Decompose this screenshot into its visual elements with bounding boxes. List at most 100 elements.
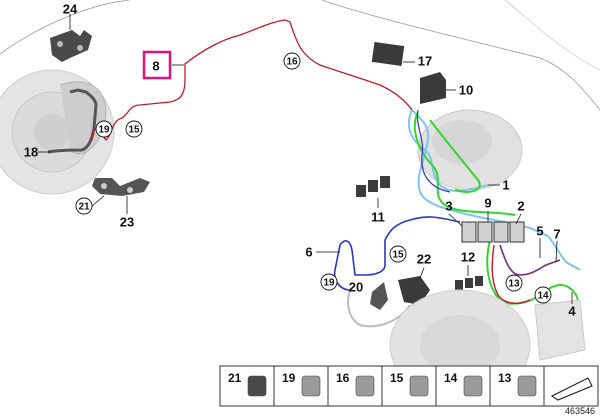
- callout-23: 23: [120, 215, 134, 230]
- legend-part-glyph: [355, 375, 375, 397]
- callout-circle: [389, 245, 407, 263]
- callout-circle: [125, 120, 143, 138]
- legend-item-14: 14: [435, 366, 483, 406]
- callout-22: 22: [417, 252, 431, 267]
- callout-number: 14: [537, 291, 549, 302]
- callout-number: 7: [553, 227, 560, 242]
- callout-number: 2: [517, 199, 524, 214]
- callout-8: 8: [142, 50, 172, 80]
- callout-number: 20: [349, 280, 363, 295]
- clip-set-11: [356, 176, 390, 197]
- legend-part-glyph: [463, 375, 483, 397]
- bracket-24: [50, 30, 92, 62]
- callout-21: 21: [75, 197, 93, 215]
- callout-number: 13: [508, 279, 520, 290]
- parts-legend: 21 19 16 15 14 13: [219, 365, 599, 407]
- legend-number: 21: [228, 371, 242, 385]
- bracket-23: [92, 178, 150, 196]
- callout-12: 12: [461, 250, 475, 265]
- callout-16: 16: [283, 52, 301, 70]
- callout-17: 17: [418, 54, 432, 69]
- callout-11: 11: [371, 210, 385, 225]
- callout-13: 13: [505, 274, 523, 292]
- callout-number: 9: [484, 196, 491, 211]
- callout-circle: [320, 273, 338, 291]
- legend-part-glyph: [517, 375, 537, 397]
- legend-item-arrow: [543, 366, 593, 406]
- brake-line-8: [91, 19, 413, 141]
- callout-number: 15: [128, 125, 140, 136]
- callout-1: 1: [502, 178, 509, 193]
- callout-7: 7: [553, 227, 560, 242]
- clip-12: [455, 276, 483, 290]
- callout-number: 10: [459, 83, 473, 98]
- legend-number: 19: [282, 371, 296, 385]
- callout-circle: [505, 274, 523, 292]
- callout-2: 2: [517, 199, 524, 214]
- legend-number: 16: [336, 371, 350, 385]
- callout-circle: [95, 120, 113, 138]
- body-outline-right: [504, 0, 600, 71]
- callout-18: 18: [24, 145, 38, 160]
- callout-9: 9: [484, 196, 491, 211]
- legend-item-16: 16: [327, 366, 375, 406]
- callout-number: 5: [536, 224, 543, 239]
- callout-number: 17: [418, 54, 432, 69]
- callout-number: 15: [392, 250, 404, 261]
- callout-4: 4: [568, 304, 576, 319]
- legend-item-15: 15: [381, 366, 429, 406]
- callout-number: 12: [461, 250, 475, 265]
- callout-5: 5: [536, 224, 543, 239]
- legend-part-glyph: [409, 375, 429, 397]
- callout-24: 24: [63, 2, 78, 17]
- callout-number: 6: [305, 245, 312, 260]
- arrow-icon: [551, 377, 593, 401]
- callout-number: 4: [568, 304, 576, 319]
- legend-part-glyph: [247, 375, 267, 397]
- legend-part-glyph: [301, 375, 321, 397]
- legend-item-13: 13: [489, 366, 537, 406]
- valve-block-9: [461, 221, 525, 243]
- callout-number: 21: [78, 202, 90, 213]
- legend-number: 15: [390, 371, 404, 385]
- callout-circle: [75, 197, 93, 215]
- brake-line-gray: [347, 289, 411, 328]
- callout-number: 22: [417, 252, 431, 267]
- callout-15: 15: [389, 245, 407, 263]
- reservoir-4: [534, 299, 586, 361]
- body-outline: [0, 0, 600, 111]
- callout-number: 19: [98, 125, 110, 136]
- brake-booster: [417, 109, 523, 191]
- callout-20: 20: [349, 280, 363, 295]
- callout-number: 23: [120, 215, 134, 230]
- brake-line-blue-upper: [416, 109, 451, 193]
- callout-number: 11: [371, 210, 385, 225]
- callout-number: 1: [502, 178, 509, 193]
- callout-circle: [534, 286, 552, 304]
- legend-item-19: 19: [273, 366, 321, 406]
- callout-number: 3: [445, 199, 452, 214]
- callout-3: 3: [445, 199, 452, 214]
- bracket-20: [370, 282, 388, 310]
- highlight-box: [142, 50, 172, 80]
- brake-line-red-lower: [491, 244, 531, 304]
- callout-14: 14: [534, 286, 552, 304]
- callout-number: 16: [286, 57, 298, 68]
- callout-number: 24: [63, 2, 78, 17]
- legend-number: 14: [444, 371, 458, 385]
- control-unit-10: [420, 72, 446, 104]
- legend-number: 13: [498, 371, 512, 385]
- bracket-17: [371, 42, 405, 66]
- brake-line-6: [333, 216, 461, 291]
- callout-15: 15: [125, 120, 143, 138]
- callout-number: 19: [323, 278, 335, 289]
- callout-19: 19: [320, 273, 338, 291]
- callout-6: 6: [305, 245, 312, 260]
- brake-line-light-blue-lower: [547, 235, 581, 271]
- legend-item-21: 21: [228, 371, 267, 397]
- callout-10: 10: [459, 83, 473, 98]
- brake-line-purple: [499, 244, 561, 276]
